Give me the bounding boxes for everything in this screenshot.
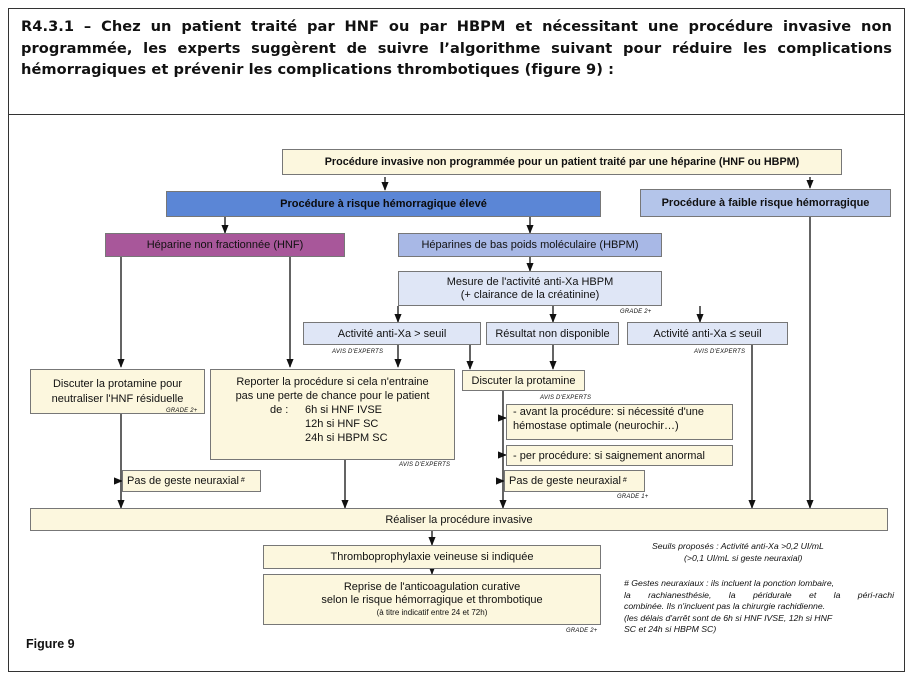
avis-reporter: AVIS D'EXPERTS [399, 462, 451, 468]
thresholds-line-1: Seuils proposés : Activité anti-Xa >0,2 … [652, 541, 824, 551]
during-label: - per procédure: si saignement anormal [513, 449, 705, 462]
protamine-hnf-line-2: neutraliser l'HNF résiduelle [51, 392, 184, 405]
reporter-line-1: Reporter la procédure si cela n'entraine [236, 376, 429, 388]
protamine-hnf-box: Discuter la protamine pour neutraliser l… [30, 369, 205, 414]
avis-protamine: AVIS D'EXPERTS [540, 395, 592, 401]
grade-neuraxial: GRADE 1+ [617, 494, 649, 500]
avis-antixa-high: AVIS D'EXPERTS [332, 349, 384, 355]
during-procedure-box: - per procédure: si saignement anormal [506, 445, 733, 466]
antixa-low-label: Activité anti-Xa ≤ seuil [653, 327, 762, 340]
before-line-2: hémostase optimale (neurochir…) [513, 420, 679, 432]
no-neuraxial-left-box: Pas de geste neuraxial # [122, 470, 261, 492]
figure-label: Figure 9 [26, 637, 75, 651]
hbpm-label: Héparines de bas poids moléculaire (HBPM… [421, 239, 639, 251]
footnote-line-2: la rachianesthésie, la péridurale et la … [624, 589, 894, 600]
top-box-label: Procédure invasive non programmée pour u… [324, 156, 800, 168]
resume-line-1: Reprise de l'anticoagulation curative [343, 580, 521, 593]
no-neuraxial-left-label: Pas de geste neuraxial [127, 475, 239, 487]
grade-protamine-hnf: GRADE 2+ [166, 408, 198, 414]
reporter-delay-3: 24h si HBPM SC [305, 432, 388, 444]
protamine-hnf-line-1: Discuter la protamine pour [52, 377, 182, 390]
reporter-delay-row-1: de : 6h si HNF IVSE [211, 403, 454, 417]
discuss-protamine-box: Discuter la protamine [462, 370, 585, 391]
before-procedure-box: - avant la procédure: si nécessité d'une… [506, 404, 733, 440]
not-available-label: Résultat non disponible [495, 327, 610, 340]
reporter-delay-1: 6h si HNF IVSE [305, 404, 383, 416]
resume-anticoag-box: Reprise de l'anticoagulation curative se… [263, 574, 601, 625]
reporter-box: Reporter la procédure si cela n'entraine… [210, 369, 455, 460]
grade-mesure: GRADE 2+ [620, 309, 652, 315]
antixa-high-box: Activité anti-Xa > seuil [303, 322, 481, 345]
top-box: Procédure invasive non programmée pour u… [282, 149, 842, 175]
antixa-high-label: Activité anti-Xa > seuil [337, 327, 447, 340]
hnf-label: Héparine non fractionnée (HNF) [146, 239, 304, 251]
neuraxial-footnote: # Gestes neuraxiaux : ils incluent la po… [624, 578, 894, 636]
perform-label: Réaliser la procédure invasive [385, 513, 533, 526]
grade-resume: GRADE 2+ [566, 628, 598, 634]
low-risk-label: Procédure à faible risque hémorragique [661, 197, 870, 209]
discuss-protamine-label: Discuter la protamine [471, 374, 576, 387]
mesure-line-1: Mesure de l'activité anti-Xa HBPM [446, 275, 614, 288]
high-risk-label: Procédure à risque hémorragique élevé [280, 198, 487, 210]
no-neuraxial-right-label: Pas de geste neuraxial [509, 475, 621, 487]
mesure-box: Mesure de l'activité anti-Xa HBPM (+ cla… [398, 271, 662, 306]
perform-procedure-box: Réaliser la procédure invasive [30, 508, 888, 531]
recommendation-header: R4.3.1 – Chez un patient traité par HNF … [8, 8, 905, 115]
reporter-de: de : [270, 404, 289, 416]
footnote-mark-right: # [622, 477, 627, 484]
avis-antixa-low: AVIS D'EXPERTS [694, 349, 746, 355]
footnote-line-4: (les délais d'arrêt sont de 6h si HNF IV… [624, 612, 833, 623]
thresholds-line-2: (>0,1 UI/mL si geste neuraxial) [684, 552, 803, 563]
reporter-delay-2: 12h si HNF SC [305, 418, 379, 430]
thromboprophylaxis-box: Thromboprophylaxie veineuse si indiquée [263, 545, 601, 569]
high-risk-box: Procédure à risque hémorragique élevé [166, 191, 601, 217]
thromboprophylaxis-label: Thromboprophylaxie veineuse si indiquée [330, 551, 534, 563]
reporter-delay-row-2: 12h si HNF SC [211, 417, 454, 431]
footnote-line-3: combinée. Ils n'incluent pas la chirurgi… [624, 601, 826, 611]
reporter-delay-row-3: 24h si HBPM SC [211, 431, 454, 445]
low-risk-box: Procédure à faible risque hémorragique [640, 189, 891, 217]
hbpm-box: Héparines de bas poids moléculaire (HBPM… [398, 233, 662, 257]
thresholds-note: Seuils proposés : Activité anti-Xa >0,2 … [652, 541, 892, 564]
hnf-box: Héparine non fractionnée (HNF) [105, 233, 345, 257]
footnote-line-5: SC et 24h si HBPM SC) [624, 624, 717, 634]
resume-line-3: (à titre indicatif entre 24 et 72h) [376, 607, 488, 617]
before-line-1: - avant la procédure: si nécessité d'une [513, 406, 705, 418]
footnote-mark-left: # [240, 477, 245, 484]
recommendation-text: R4.3.1 – Chez un patient traité par HNF … [21, 18, 892, 78]
reporter-line-2: pas une perte de chance pour le patient [235, 390, 430, 402]
not-available-box: Résultat non disponible [486, 322, 619, 345]
mesure-line-2: (+ clairance de la créatinine) [460, 288, 600, 301]
no-neuraxial-right-box: Pas de geste neuraxial # [504, 470, 645, 492]
footnote-line-1: # Gestes neuraxiaux : ils incluent la po… [624, 578, 835, 588]
resume-line-2: selon le risque hémorragique et thrombot… [321, 593, 543, 606]
antixa-low-box: Activité anti-Xa ≤ seuil [627, 322, 788, 345]
